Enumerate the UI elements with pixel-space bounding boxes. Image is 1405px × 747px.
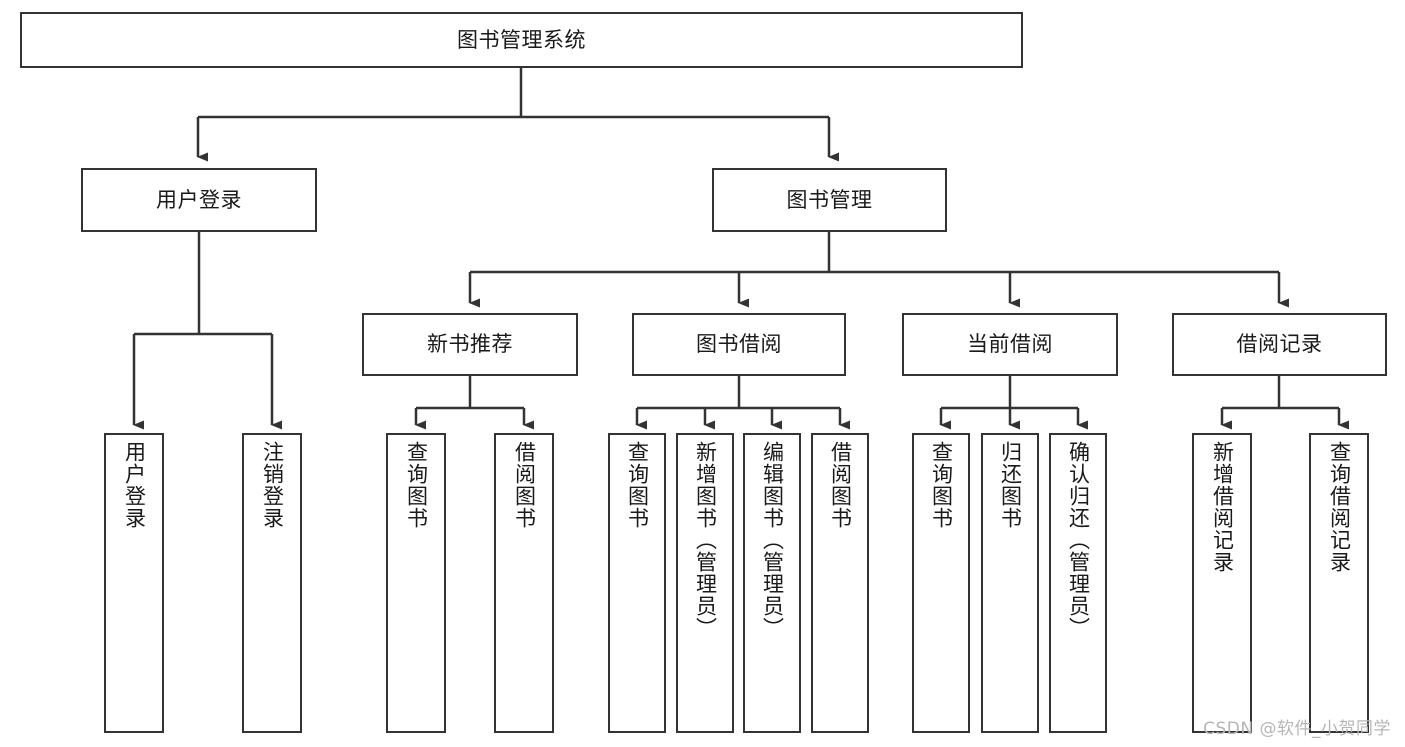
leaf-current-confirm-return-admin-label: 确认归还（管理员） bbox=[1066, 441, 1091, 639]
leaf-borrow-borrow-book-label: 借阅图书 bbox=[828, 441, 853, 529]
leaf-new-book-query-label: 查询图书 bbox=[404, 441, 429, 529]
node-book-management-label: 图书管理 bbox=[786, 187, 873, 212]
node-current-borrow[interactable]: 当前借阅 bbox=[902, 313, 1118, 376]
node-book-borrow[interactable]: 图书借阅 bbox=[632, 313, 846, 376]
leaf-records-query-record-label: 查询借阅记录 bbox=[1327, 441, 1352, 573]
leaf-borrow-edit-book-admin[interactable]: 编辑图书（管理员） bbox=[743, 433, 801, 733]
leaf-borrow-edit-book-admin-label: 编辑图书（管理员） bbox=[760, 441, 785, 639]
node-user-login-label: 用户登录 bbox=[156, 187, 242, 212]
leaf-records-add-record-label: 新增借阅记录 bbox=[1210, 441, 1235, 573]
leaf-records-add-record[interactable]: 新增借阅记录 bbox=[1192, 433, 1252, 733]
node-current-borrow-label: 当前借阅 bbox=[967, 332, 1053, 357]
leaf-borrow-borrow-book[interactable]: 借阅图书 bbox=[811, 433, 869, 733]
leaf-user-login-logout-label: 注销登录 bbox=[260, 441, 285, 529]
node-new-book-recommend[interactable]: 新书推荐 bbox=[362, 313, 578, 376]
node-book-management[interactable]: 图书管理 bbox=[712, 168, 947, 232]
leaf-records-query-record[interactable]: 查询借阅记录 bbox=[1309, 433, 1369, 733]
leaf-current-query-book[interactable]: 查询图书 bbox=[912, 433, 970, 733]
leaf-current-confirm-return-admin[interactable]: 确认归还（管理员） bbox=[1049, 433, 1107, 733]
leaf-new-book-query[interactable]: 查询图书 bbox=[386, 433, 446, 733]
leaf-user-login-login-label: 用户登录 bbox=[122, 441, 147, 529]
node-root-label: 图书管理系统 bbox=[457, 27, 586, 52]
node-new-book-recommend-label: 新书推荐 bbox=[427, 332, 513, 357]
leaf-user-login-login[interactable]: 用户登录 bbox=[104, 433, 164, 733]
leaf-new-book-borrow-label: 借阅图书 bbox=[512, 441, 537, 529]
node-borrow-records-label: 借阅记录 bbox=[1236, 332, 1323, 357]
node-user-login[interactable]: 用户登录 bbox=[81, 168, 317, 232]
leaf-new-book-borrow[interactable]: 借阅图书 bbox=[494, 433, 554, 733]
leaf-borrow-add-book-admin-label: 新增图书（管理员） bbox=[693, 441, 718, 639]
node-borrow-records[interactable]: 借阅记录 bbox=[1172, 313, 1387, 376]
leaf-current-return-book-label: 归还图书 bbox=[998, 441, 1023, 529]
leaf-borrow-query-book-label: 查询图书 bbox=[625, 441, 650, 529]
leaf-borrow-query-book[interactable]: 查询图书 bbox=[608, 433, 666, 733]
node-book-borrow-label: 图书借阅 bbox=[696, 332, 782, 357]
leaf-borrow-add-book-admin[interactable]: 新增图书（管理员） bbox=[676, 433, 734, 733]
leaf-current-return-book[interactable]: 归还图书 bbox=[981, 433, 1039, 733]
leaf-user-login-logout[interactable]: 注销登录 bbox=[242, 433, 302, 733]
leaf-current-query-book-label: 查询图书 bbox=[929, 441, 954, 529]
node-root[interactable]: 图书管理系统 bbox=[20, 12, 1023, 68]
